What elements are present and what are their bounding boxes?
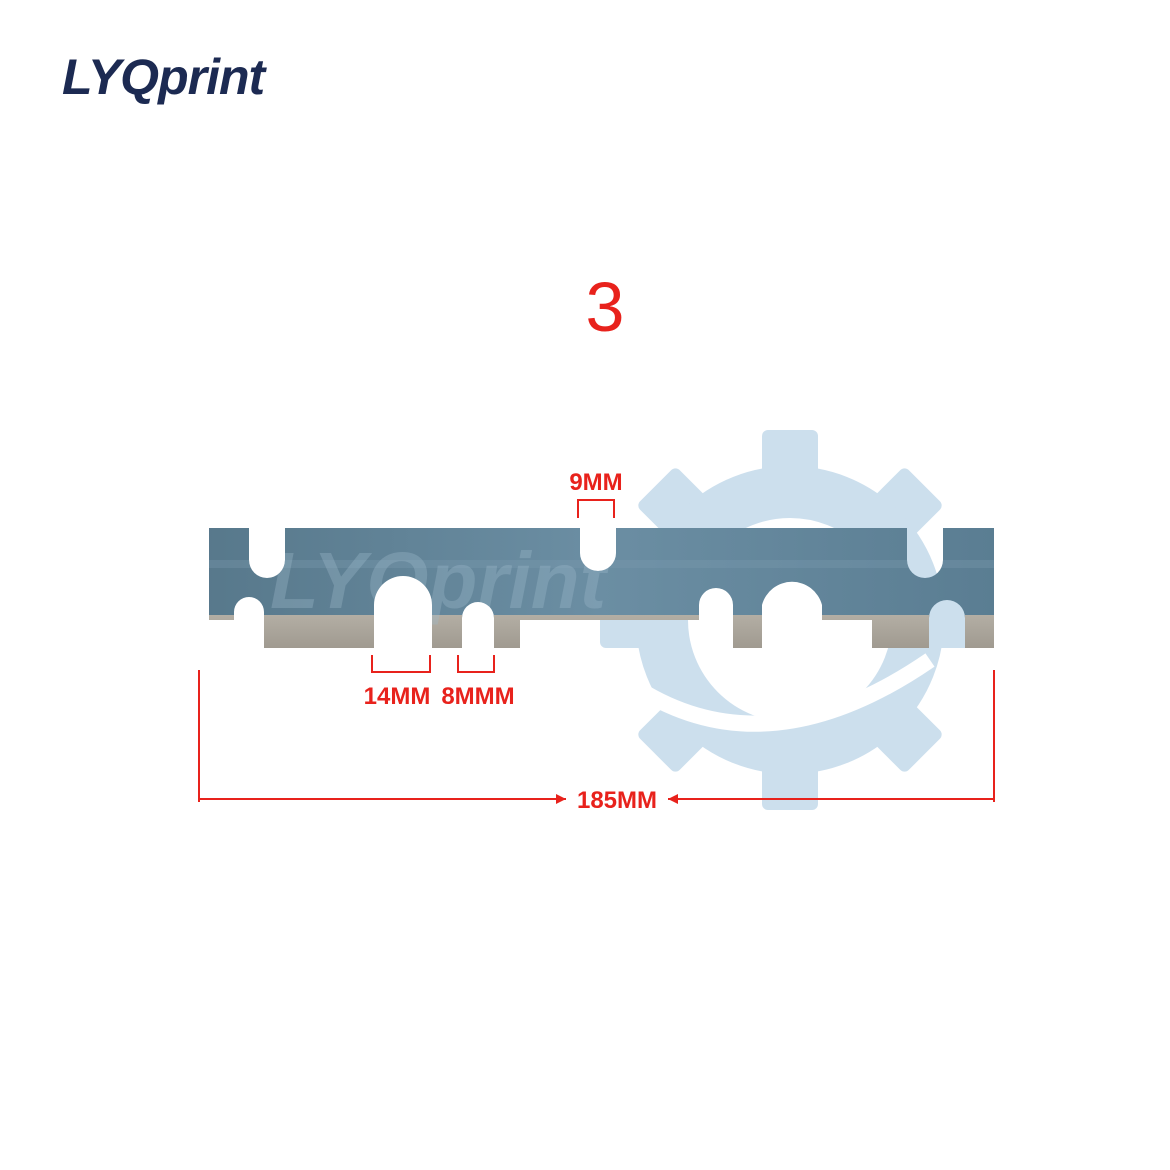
svg-text:LYQprint: LYQprint xyxy=(270,536,610,625)
brand-logo: LYQprint xyxy=(62,49,265,105)
dimension-label-cutout-small: 8MMM xyxy=(441,683,514,710)
dimension-label-slot-top: 9MM xyxy=(569,469,622,496)
variant-number: 3 xyxy=(585,268,625,346)
dimension-label-cutout-large: 14MM xyxy=(364,683,431,710)
dimension-cutout-small: 8MMM xyxy=(441,655,515,710)
dimension-slot-top: 9MM xyxy=(569,469,623,518)
dimension-total-length: 185MM xyxy=(198,670,995,814)
dimension-cutout-large: 14MM xyxy=(364,655,431,710)
dimension-label-total-length: 185MM xyxy=(577,787,657,814)
